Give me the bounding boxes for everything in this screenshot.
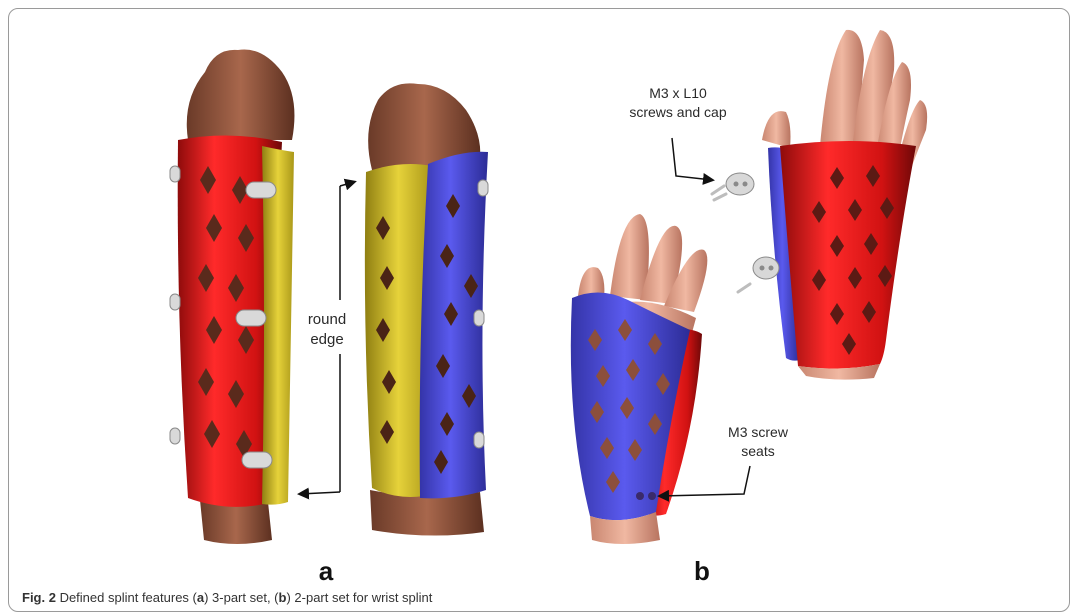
screws-label-line1: M3 x L10 (649, 85, 707, 101)
panel-label-a: a (319, 556, 334, 586)
figure-caption: Fig. 2 Defined splint features (a) 3-par… (22, 590, 432, 605)
caption-text-3: ) 2-part set for wrist splint (286, 590, 432, 605)
caption-text-2: ) 3-part set, ( (204, 590, 278, 605)
splint-b-small (571, 214, 708, 544)
splint-a-left (170, 49, 294, 544)
round-edge-label-line1: round (308, 311, 346, 328)
screws-arrow (672, 138, 712, 180)
splint-b-large (712, 30, 927, 380)
splint-a-right (365, 83, 488, 535)
screws-label-line2: screws and cap (629, 104, 726, 120)
round-edge-label-line2: edge (310, 331, 343, 348)
caption-text-1: Defined splint features ( (56, 590, 197, 605)
caption-fig-label: Fig. 2 (22, 590, 56, 605)
seats-label-line2: seats (741, 443, 774, 459)
seats-label-line1: M3 screw (728, 424, 789, 440)
panel-label-b: b (694, 556, 710, 586)
caption-ref-a: a (197, 590, 204, 605)
